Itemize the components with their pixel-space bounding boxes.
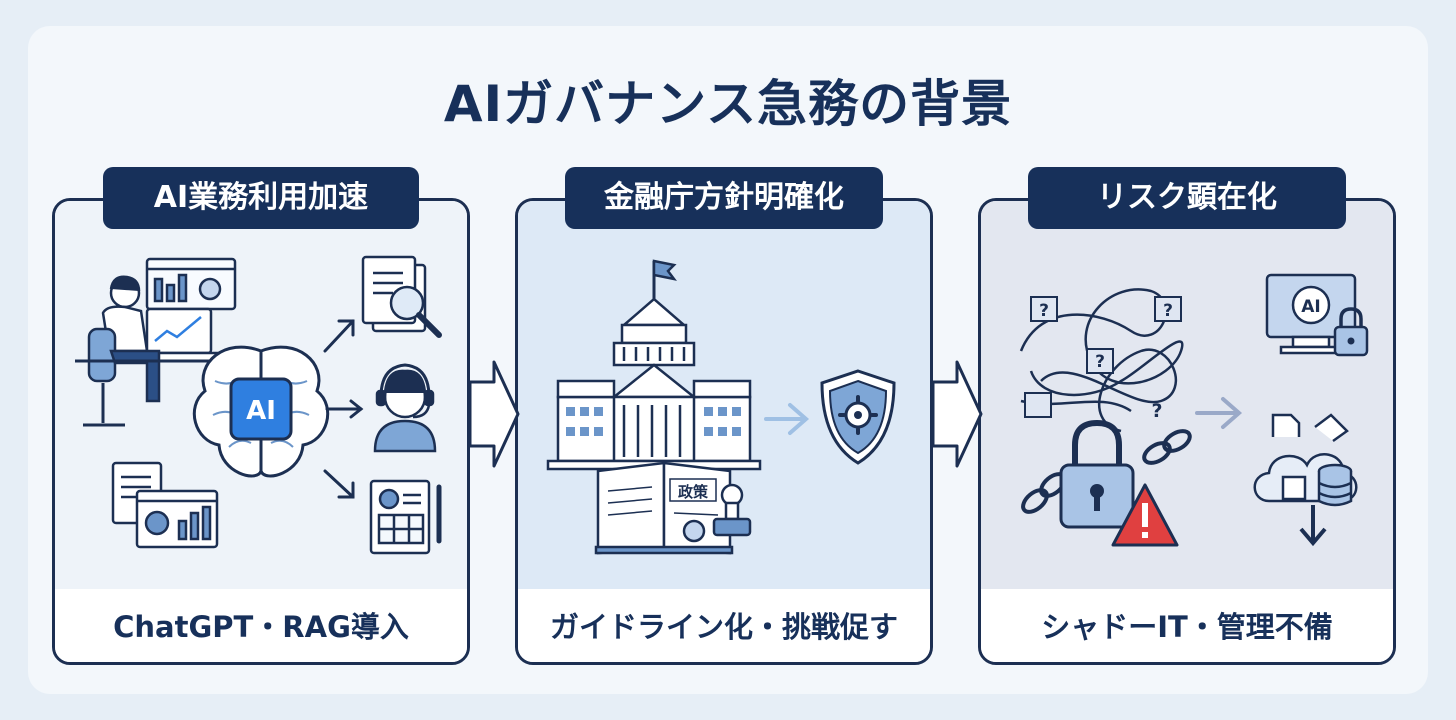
ai-usage-illustration-svg: AI <box>75 255 442 555</box>
stamp-icon <box>712 483 752 537</box>
output-arrows <box>323 319 364 499</box>
page-title: AIガバナンス急務の背景 <box>443 75 1013 133</box>
panel-fsa-policy-illustration: 政策 <box>518 201 930 589</box>
report-sheet-icon <box>369 479 442 555</box>
panel-ai-usage-label: AI業務利用加速 <box>103 167 419 229</box>
flow-arrow-icon <box>1195 397 1243 429</box>
policy-book-label: 政策 <box>678 483 709 501</box>
question-box-icon: ? ? ? ? <box>1024 296 1182 422</box>
policy-book-icon: 政策 <box>594 461 734 555</box>
question-mark-label: ? <box>1095 352 1105 372</box>
question-mark-label: ? <box>1163 301 1173 321</box>
flow-arrow-icon <box>764 403 810 435</box>
risk-illustration-svg: ? ? ? ? <box>1019 273 1369 547</box>
panel-risk-illustration: ? ? ? ? <box>981 201 1393 589</box>
ai-chip-label: AI <box>246 396 276 426</box>
next-step-arrow-icon <box>468 360 520 468</box>
locked-ai-monitor-icon: AI <box>1265 273 1369 357</box>
chain-icon <box>1021 429 1192 514</box>
question-mark-label: ? <box>1151 400 1162 422</box>
fsa-policy-illustration-svg: 政策 <box>546 259 896 555</box>
next-step-arrow-icon <box>931 360 983 468</box>
panel-fsa-policy: 政策 <box>515 198 933 665</box>
question-mark-label: ? <box>1039 301 1049 321</box>
panel-ai-usage: AI <box>52 198 470 665</box>
ai-brain-icon: AI <box>192 345 330 478</box>
support-agent-icon <box>373 363 437 453</box>
padlock-icon <box>1059 419 1135 529</box>
dashboard-icon <box>145 257 237 311</box>
panel-risk-caption: シャドーIT・管理不備 <box>981 589 1393 662</box>
panel-risk: ? ? ? ? <box>978 198 1396 665</box>
document-search-icon <box>361 255 442 338</box>
government-building-icon <box>546 259 762 471</box>
monitor-ai-label: AI <box>1301 297 1320 317</box>
chart-document-icon <box>111 461 219 549</box>
security-shield-icon <box>820 369 896 465</box>
panel-fsa-policy-caption: ガイドライン化・挑戦促す <box>518 589 930 662</box>
person-at-desk-icon <box>75 275 225 427</box>
panel-fsa-policy-label: 金融庁方針明確化 <box>565 167 883 229</box>
panel-risk-label: リスク顕在化 <box>1028 167 1346 229</box>
panel-ai-usage-caption: ChatGPT・RAG導入 <box>55 589 467 662</box>
cloud-data-leak-icon <box>1253 413 1358 547</box>
warning-icon <box>1111 483 1179 547</box>
panel-ai-usage-illustration: AI <box>55 201 467 589</box>
